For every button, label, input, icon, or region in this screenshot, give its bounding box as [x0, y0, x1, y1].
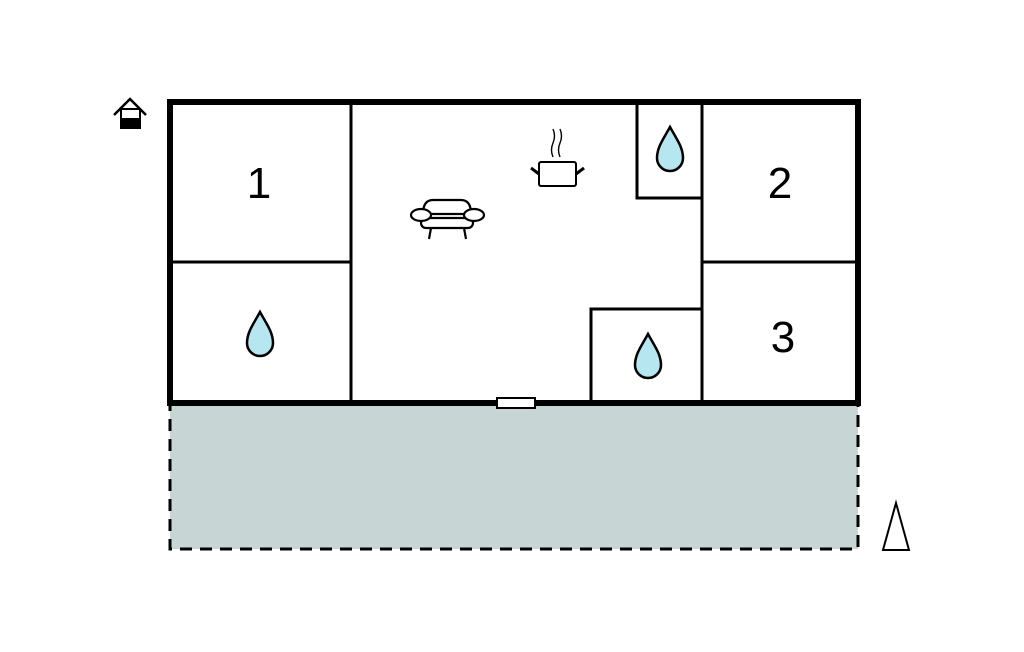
- interior-walls: [170, 102, 858, 403]
- room-label-3: 3: [771, 313, 795, 362]
- cooking-pot-icon: [530, 128, 585, 187]
- outer-walls: [167, 99, 861, 406]
- room-label-2: 2: [768, 159, 792, 208]
- water-drop-icon: [655, 124, 685, 173]
- entrance-icon: [113, 97, 147, 129]
- water-drop-icon: [245, 309, 275, 358]
- sofa-icon: [409, 198, 486, 240]
- water-drop-icon: [633, 331, 663, 380]
- entrance-door: [496, 397, 536, 409]
- north-arrow-icon: [881, 499, 911, 551]
- terrace: [168, 401, 860, 551]
- room-label-1: 1: [247, 159, 271, 208]
